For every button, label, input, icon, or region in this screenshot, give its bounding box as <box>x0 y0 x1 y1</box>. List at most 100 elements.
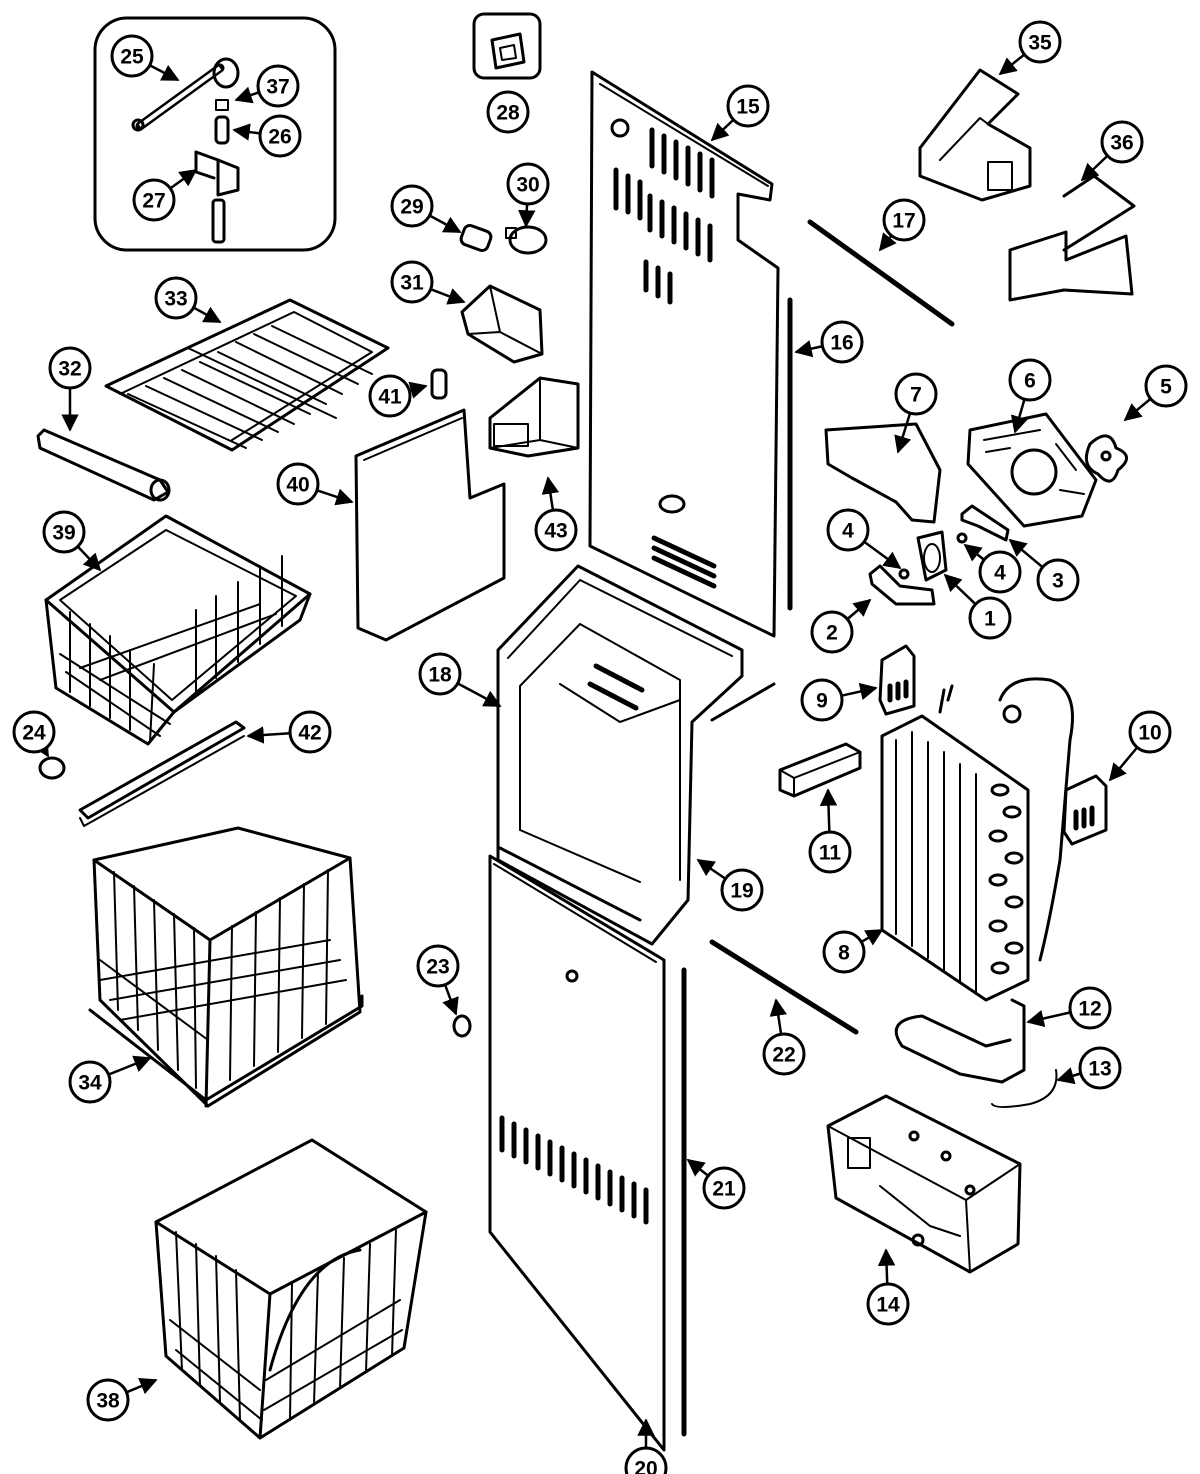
callout-number: 9 <box>816 690 828 713</box>
callout-circle <box>894 372 938 416</box>
callout-circle <box>276 462 320 506</box>
callout-circle <box>1144 364 1188 408</box>
callout-circle <box>416 944 460 988</box>
leader-line <box>430 288 466 305</box>
mount-bracket-part <box>960 504 1010 542</box>
callout-circle <box>256 64 300 108</box>
callout-39: 39 <box>42 510 102 572</box>
callout-16: 16 <box>794 320 864 364</box>
leader-line <box>76 545 102 572</box>
callout-5: 5 <box>1123 364 1188 422</box>
callout-7: 7 <box>894 372 938 454</box>
callout-13: 13 <box>1056 1046 1122 1090</box>
leader-line <box>518 203 536 228</box>
callout-circle <box>86 1378 130 1422</box>
callout-2: 2 <box>810 598 872 654</box>
callout-42: 42 <box>246 710 332 754</box>
fan-motor-part <box>916 530 948 582</box>
roller-part <box>36 428 171 502</box>
leader-line <box>696 858 727 880</box>
callout-number: 7 <box>910 384 922 407</box>
callout-number: 35 <box>1028 32 1052 55</box>
callout-circle <box>534 508 578 552</box>
callout-circle <box>1078 1046 1122 1090</box>
leader-line <box>794 340 823 358</box>
callout-15: 15 <box>710 84 770 142</box>
callout-35: 35 <box>998 20 1062 76</box>
leader-line <box>316 488 354 506</box>
callout-number: 11 <box>819 842 842 865</box>
callout-circle <box>390 184 434 228</box>
callout-circle <box>110 34 154 78</box>
callout-circle <box>702 1166 746 1210</box>
callout-12: 12 <box>1026 986 1112 1030</box>
callout-circle <box>42 510 86 554</box>
fan-shroud-part <box>966 412 1098 528</box>
callout-number: 26 <box>268 126 291 149</box>
leader-line <box>232 123 261 141</box>
leader-line <box>1123 397 1152 422</box>
door-basket-part <box>154 1138 428 1440</box>
gasket-part <box>824 422 942 524</box>
cap-part <box>38 756 66 780</box>
large-basket-part <box>88 826 364 1108</box>
plug-part <box>452 1014 472 1038</box>
leader-line <box>169 168 198 190</box>
callout-28: 28 <box>486 90 530 134</box>
callout-41: 41 <box>368 374 428 418</box>
callout-circle <box>288 710 332 754</box>
callout-20: 20 <box>624 1418 668 1474</box>
leader-line <box>246 726 291 744</box>
wire-basket-part <box>44 514 312 746</box>
callout-circle <box>1068 986 1112 1030</box>
fan-blade-part <box>1084 434 1128 483</box>
rail-part <box>78 720 246 827</box>
switch-part-28 <box>472 12 542 80</box>
leader-line <box>1056 1067 1082 1085</box>
callout-18: 18 <box>418 652 502 708</box>
callout-number: 4 <box>842 520 854 543</box>
leader-line <box>846 598 872 621</box>
callout-circle <box>720 868 764 912</box>
callout-14: 14 <box>866 1248 910 1326</box>
callout-1: 1 <box>943 573 1012 640</box>
wire-shelf-part <box>104 298 390 452</box>
callout-number: 36 <box>1110 132 1133 155</box>
callout-number: 25 <box>120 46 144 69</box>
wire-frame-part <box>1008 174 1136 302</box>
leader-line <box>878 232 897 252</box>
callout-6: 6 <box>1008 358 1052 434</box>
callout-circle <box>1018 20 1062 64</box>
leader-line <box>769 998 787 1035</box>
motor-bracket-part <box>868 564 936 606</box>
callout-40: 40 <box>276 462 354 506</box>
callout-circle <box>1128 710 1172 754</box>
callout-circle <box>68 1060 112 1104</box>
callout-32: 32 <box>48 346 92 432</box>
leader-line <box>863 540 902 570</box>
callout-number: 16 <box>830 332 853 355</box>
callout-number: 38 <box>96 1390 120 1413</box>
callout-circle <box>258 114 302 158</box>
lamp-socket-part <box>459 224 548 255</box>
callout-3: 3 <box>1008 538 1080 602</box>
callout-circle <box>820 320 864 364</box>
grommet-part <box>898 568 910 580</box>
callout-circle <box>368 374 412 418</box>
callout-24: 24 <box>12 710 56 758</box>
callout-number: 15 <box>736 96 760 119</box>
callout-number: 23 <box>426 956 449 979</box>
callout-number: 12 <box>1078 998 1101 1021</box>
leader-line <box>192 306 222 324</box>
callout-38: 38 <box>86 1377 158 1422</box>
callout-4: 4 <box>826 508 902 570</box>
clip-part-9 <box>878 644 916 716</box>
connector-part <box>1002 704 1022 724</box>
lower-panel-part <box>488 854 666 1452</box>
leader-line <box>819 788 838 833</box>
callout-circle <box>800 678 844 722</box>
callout-circle <box>762 1032 806 1076</box>
callout-circle <box>418 652 462 696</box>
callout-number: 32 <box>58 358 81 381</box>
callout-number: 27 <box>142 190 165 213</box>
